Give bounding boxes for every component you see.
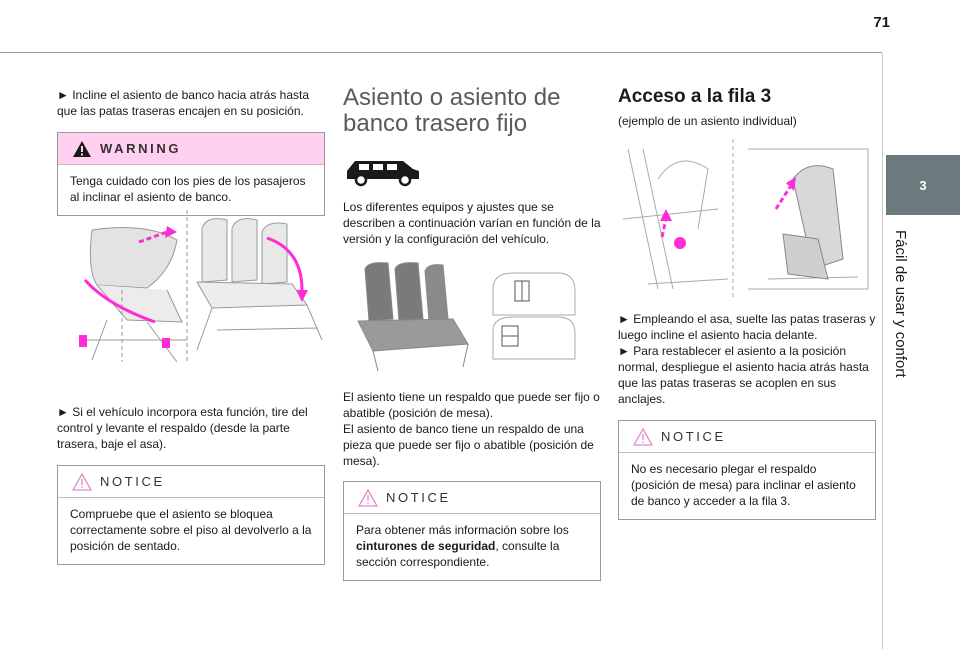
notice-box-2: NOTICE Para obtener más información sobr…: [343, 481, 601, 581]
notice-text-1: Compruebe que el asiento se bloquea corr…: [70, 507, 312, 553]
notice-text-3: No es necesario plegar el respaldo (posi…: [631, 462, 856, 508]
chapter-tab[interactable]: 3: [886, 155, 960, 215]
warning-title: WARNING: [100, 141, 182, 156]
col2-paragraph-1: Los diferentes equipos y ajustes que se …: [343, 200, 601, 246]
warning-header: WARNING: [58, 133, 324, 165]
col2-paragraph-2b: El asiento de banco tiene un respaldo de…: [343, 422, 594, 468]
notice-text-2: Para obtener más información sobre los c…: [356, 523, 569, 569]
col3-subtitle: (ejemplo de un asiento individual): [618, 114, 797, 128]
section-title-fixed-seat: Asiento o asiento de banco trasero fijo: [343, 84, 561, 137]
page-number: 71: [873, 14, 890, 31]
warning-icon: [73, 140, 91, 157]
notice-header-3: NOTICE: [619, 421, 875, 453]
notice-title-2: NOTICE: [386, 490, 451, 505]
notice-icon: [72, 472, 92, 491]
chapter-number: 3: [919, 177, 927, 193]
section-title-row3: Acceso a la fila 3: [618, 86, 772, 107]
notice-icon: [358, 488, 378, 507]
col2-paragraph-2a: El asiento tiene un respaldo que puede s…: [343, 390, 600, 420]
col1-paragraph-1: ► Incline el asiento de banco hacia atrá…: [57, 88, 310, 118]
column-2: Asiento o asiento de banco trasero fijo …: [343, 80, 601, 581]
header-rule: [0, 52, 882, 53]
fixed-bench-seat-illustration: [357, 262, 576, 372]
notice-icon: [633, 427, 653, 446]
notice-header-2: NOTICE: [344, 482, 600, 514]
col3-paragraph-1: ► Empleando el asa, suelte las patas tra…: [618, 312, 876, 342]
notice-box-1: NOTICE Compruebe que el asiento se bloqu…: [57, 465, 325, 565]
bench-seat-tilt-illustration: [79, 210, 323, 362]
seatbelt-link-text: cinturones de seguridad: [356, 539, 496, 553]
col3-paragraph-2: ► Para restablecer el asiento a la posic…: [618, 344, 869, 406]
side-rule: [882, 53, 883, 649]
col1-paragraph-2: ► Si el vehículo incorpora esta función,…: [57, 405, 308, 451]
notice-title-1: NOTICE: [100, 474, 165, 489]
notice-title-3: NOTICE: [661, 429, 726, 444]
column-3: Acceso a la fila 3 (ejemplo de un asient…: [618, 80, 876, 520]
notice-header-1: NOTICE: [58, 466, 324, 498]
row3-access-illustration: [622, 139, 869, 299]
vehicle-icon: [347, 161, 419, 187]
warning-text: Tenga cuidado con los pies de los pasaje…: [70, 174, 306, 204]
warning-box: WARNING Tenga cuidado con los pies de lo…: [57, 132, 325, 216]
column-1: ► Incline el asiento de banco hacia atrá…: [57, 80, 325, 565]
chapter-title: Fácil de usar y confort: [892, 230, 909, 378]
notice-box-3: NOTICE No es necesario plegar el respald…: [618, 420, 876, 520]
